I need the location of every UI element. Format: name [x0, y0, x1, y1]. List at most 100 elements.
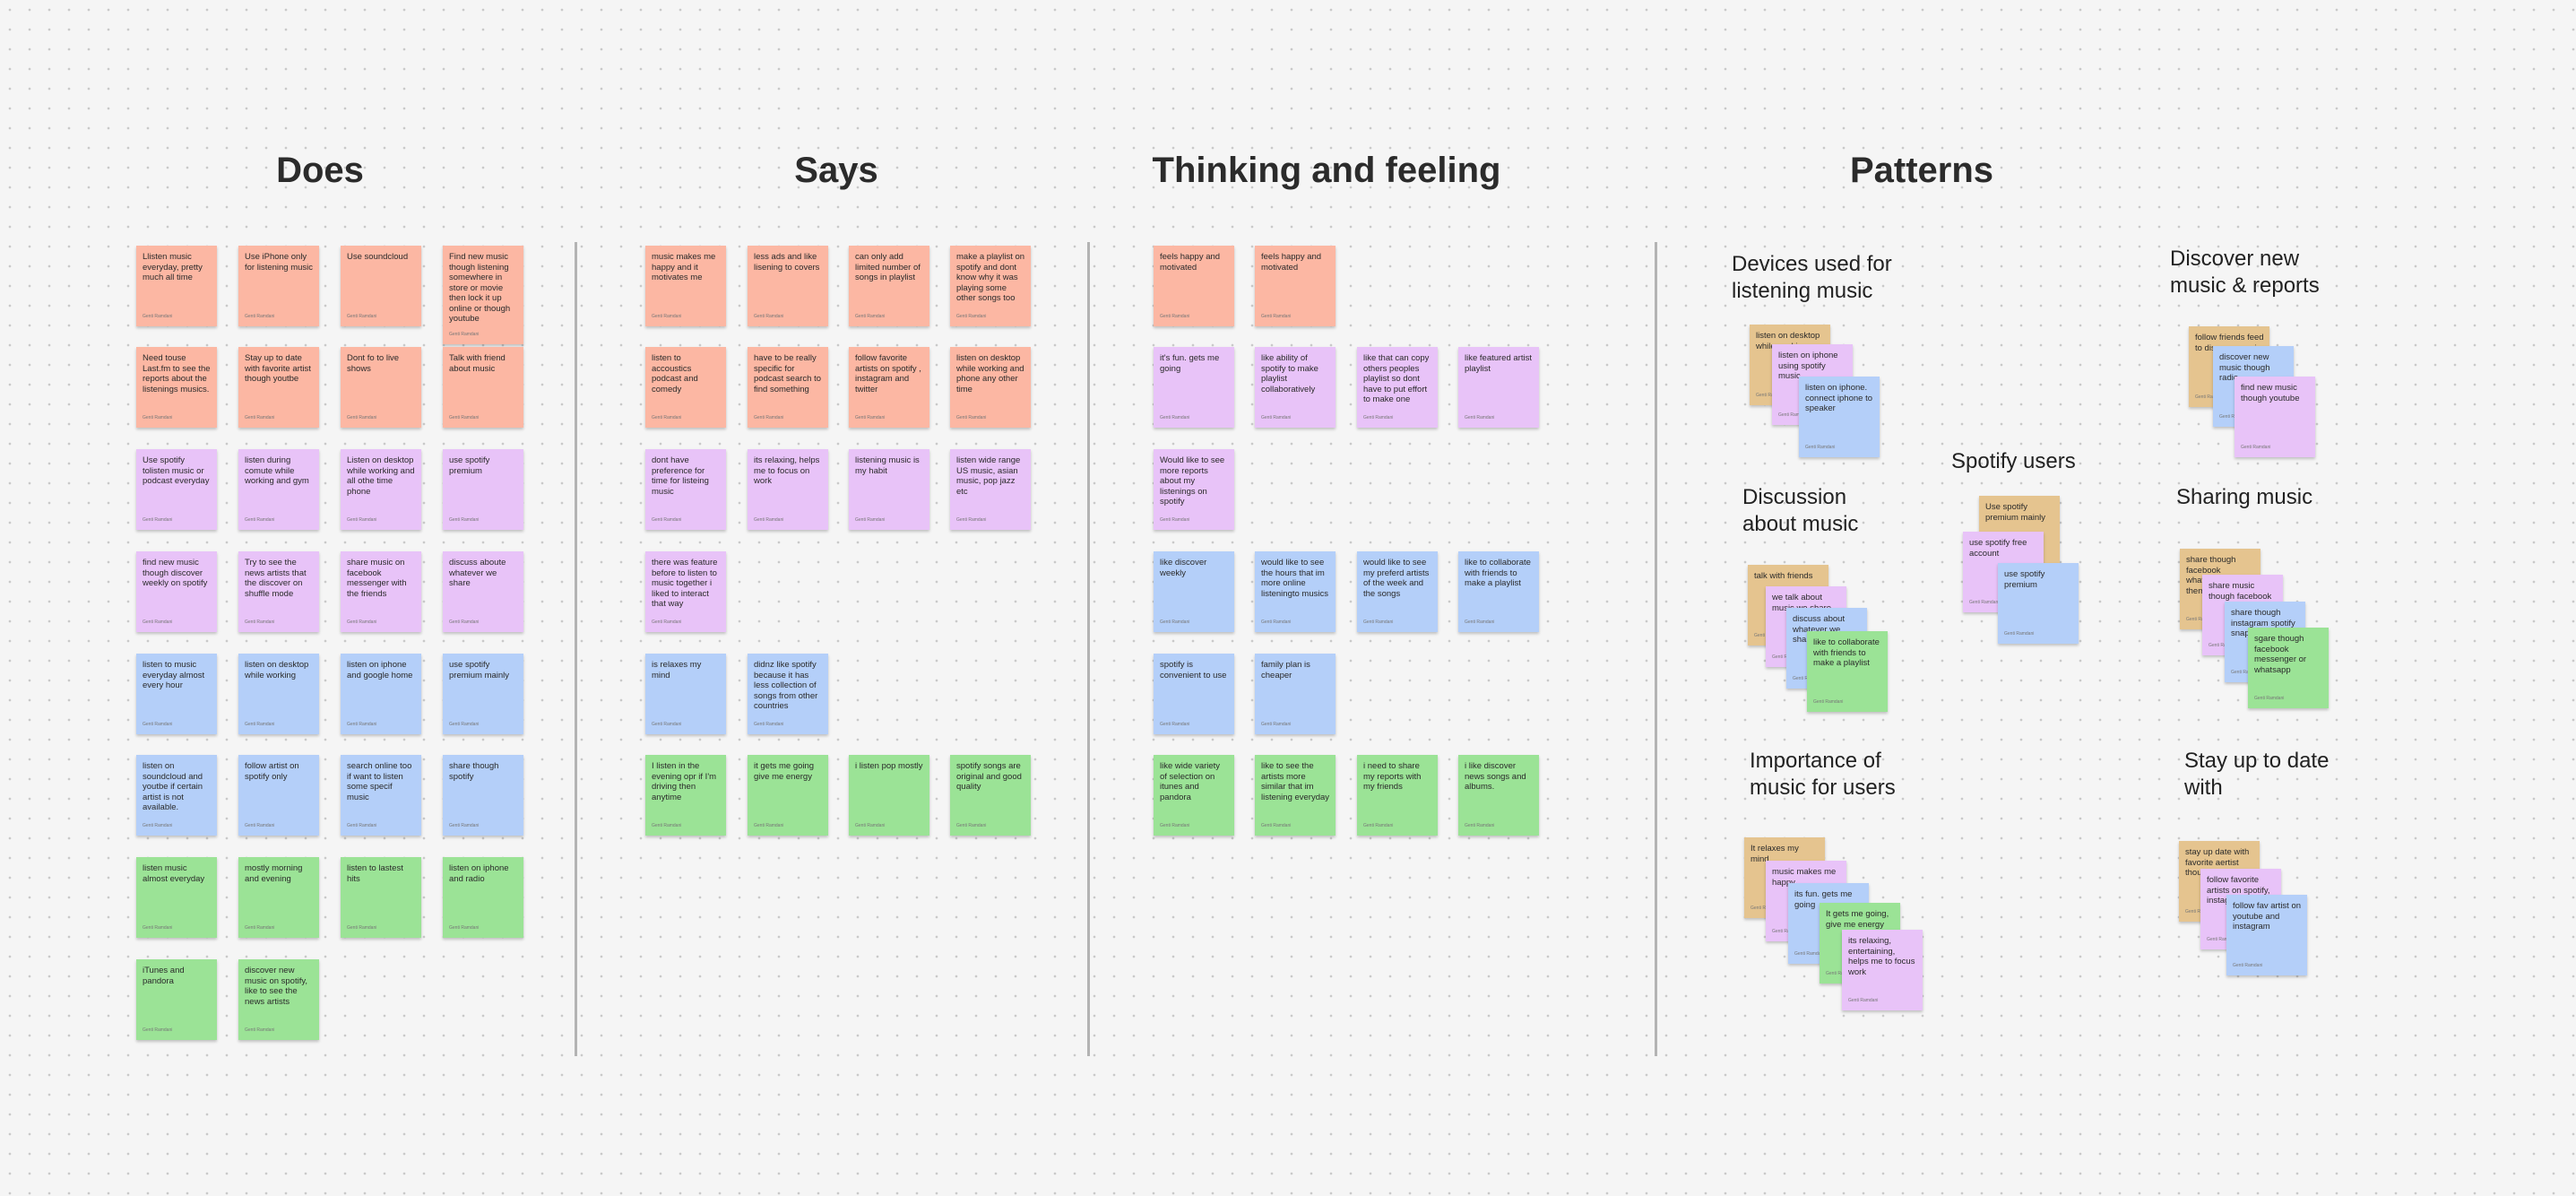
- note-text: share though spotify: [449, 761, 499, 782]
- note-text: stay up date with favorite aertist thoug…: [2185, 847, 2250, 878]
- sticky-note[interactable]: dont have preference for time for listei…: [645, 449, 726, 530]
- note-author: Genti Ramdani: [2004, 630, 2035, 637]
- note-text: share music on facebook messenger with t…: [347, 558, 407, 599]
- note-author: Genti Ramdani: [1826, 970, 1856, 976]
- sticky-note[interactable]: follow favorite artists on spotify , ins…: [849, 347, 929, 428]
- sticky-note[interactable]: i need to share my reports with my frien…: [1357, 755, 1438, 836]
- sticky-note[interactable]: i like discover news songs and albums.Ge…: [1458, 755, 1539, 836]
- sticky-note[interactable]: like to collaborate with friends to make…: [1807, 631, 1888, 712]
- sticky-note[interactable]: Need touse Last.fm to see the reports ab…: [136, 347, 217, 428]
- note-author: Genti Ramdani: [1160, 822, 1190, 828]
- note-text: talk with friends: [1754, 571, 1813, 581]
- sticky-note[interactable]: Use spotify tolisten music or podcast ev…: [136, 449, 217, 530]
- sticky-note[interactable]: listen on desktop while working and phon…: [950, 347, 1031, 428]
- note-author: Genti Ramdani: [1465, 414, 1495, 420]
- sticky-note[interactable]: would like to see the hours that im more…: [1255, 551, 1336, 632]
- sticky-note[interactable]: would like to see my preferd artists of …: [1357, 551, 1438, 632]
- sticky-note[interactable]: like to see the artists more similar tha…: [1255, 755, 1336, 836]
- note-author: Genti Ramdani: [2254, 695, 2285, 701]
- note-text: like wide variety of selection on itunes…: [1160, 761, 1221, 802]
- sticky-note[interactable]: have to be really specific for podcast s…: [748, 347, 828, 428]
- sticky-note[interactable]: Llisten music everyday, pretty much all …: [136, 246, 217, 326]
- sticky-note[interactable]: Stay up to date with favorite artist tho…: [238, 347, 319, 428]
- note-author: Genti Ramdani: [143, 313, 173, 319]
- sticky-note[interactable]: Listen on desktop while working and all …: [341, 449, 421, 530]
- sticky-note[interactable]: like ability of spotify to make playlist…: [1255, 347, 1336, 428]
- note-text: follow artist on spotify only: [245, 761, 299, 782]
- sticky-note[interactable]: follow fav artist on youtube and instagr…: [2226, 895, 2307, 975]
- sticky-note[interactable]: make a playlist on spotify and dont know…: [950, 246, 1031, 326]
- sticky-note[interactable]: its relaxing, entertaining, helps me to …: [1842, 930, 1923, 1010]
- sticky-note[interactable]: listen during comute while working and g…: [238, 449, 319, 530]
- sticky-note[interactable]: listen on iphone. connect iphone to spea…: [1799, 377, 1880, 457]
- note-text: listen to accoustics podcast and comedy: [652, 353, 698, 394]
- sticky-note[interactable]: listen to music everyday almost every ho…: [136, 654, 217, 734]
- sticky-note[interactable]: like to collaborate with friends to make…: [1458, 551, 1539, 632]
- sticky-note[interactable]: listen on soundcloud and youtbe if certa…: [136, 755, 217, 836]
- sticky-note[interactable]: search online too if want to listen some…: [341, 755, 421, 836]
- note-text: Need touse Last.fm to see the reports ab…: [143, 353, 211, 394]
- sticky-note[interactable]: spotify songs are original and good qual…: [950, 755, 1031, 836]
- note-author: Genti Ramdani: [2207, 936, 2237, 942]
- sticky-note[interactable]: Find new music though listening somewher…: [443, 246, 523, 344]
- note-text: make a playlist on spotify and dont know…: [956, 252, 1025, 303]
- sticky-note[interactable]: share music on facebook messenger with t…: [341, 551, 421, 632]
- sticky-note[interactable]: Try to see the news artists that the dis…: [238, 551, 319, 632]
- sticky-note[interactable]: listen wide range US music, asian music,…: [950, 449, 1031, 530]
- note-author: Genti Ramdani: [2241, 444, 2271, 450]
- sticky-note[interactable]: can only add limited number of songs in …: [849, 246, 929, 326]
- sticky-note[interactable]: there was feature before to listen to mu…: [645, 551, 726, 632]
- note-author: Genti Ramdani: [652, 313, 682, 319]
- sticky-note[interactable]: find new music though discover weekly on…: [136, 551, 217, 632]
- note-text: music makes me happy: [1772, 867, 1837, 888]
- note-text: Would like to see more reports about my …: [1160, 455, 1225, 507]
- sticky-note[interactable]: I listen in the evening opr if I'm drivi…: [645, 755, 726, 836]
- sticky-note[interactable]: didnz like spotify because it has less c…: [748, 654, 828, 734]
- note-text: spotify is convenient to use: [1160, 660, 1227, 680]
- note-text: iTunes and pandora: [143, 966, 185, 986]
- note-author: Genti Ramdani: [1813, 698, 1844, 705]
- note-author: Genti Ramdani: [652, 516, 682, 523]
- sticky-note[interactable]: Would like to see more reports about my …: [1154, 449, 1234, 530]
- sticky-note[interactable]: like wide variety of selection on itunes…: [1154, 755, 1234, 836]
- note-author: Genti Ramdani: [956, 516, 987, 523]
- sticky-note[interactable]: like that can copy others peoples playli…: [1357, 347, 1438, 428]
- note-text: It relaxes my mind: [1750, 844, 1799, 864]
- note-text: dont have preference for time for listei…: [652, 455, 709, 497]
- sticky-note[interactable]: sgare though facebook messenger or whats…: [2248, 628, 2329, 708]
- sticky-note[interactable]: music makes me happy and it motivates me…: [645, 246, 726, 326]
- sticky-note[interactable]: discover new music on spotify, like to s…: [238, 959, 319, 1040]
